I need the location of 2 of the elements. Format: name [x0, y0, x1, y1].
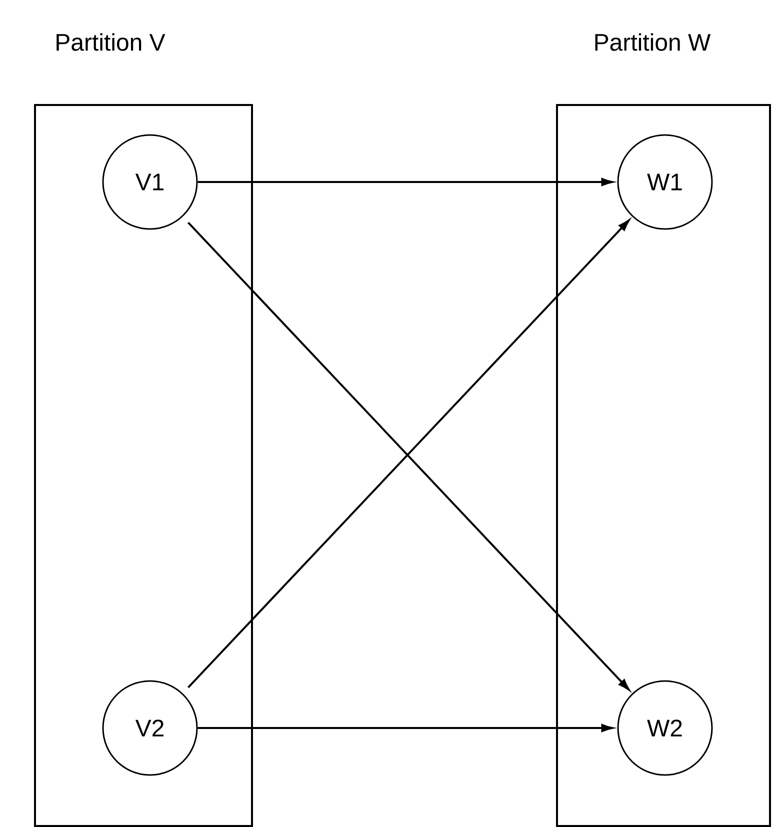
node-label: Partition V	[56, 33, 166, 51]
node-label: Partition W	[595, 33, 711, 51]
